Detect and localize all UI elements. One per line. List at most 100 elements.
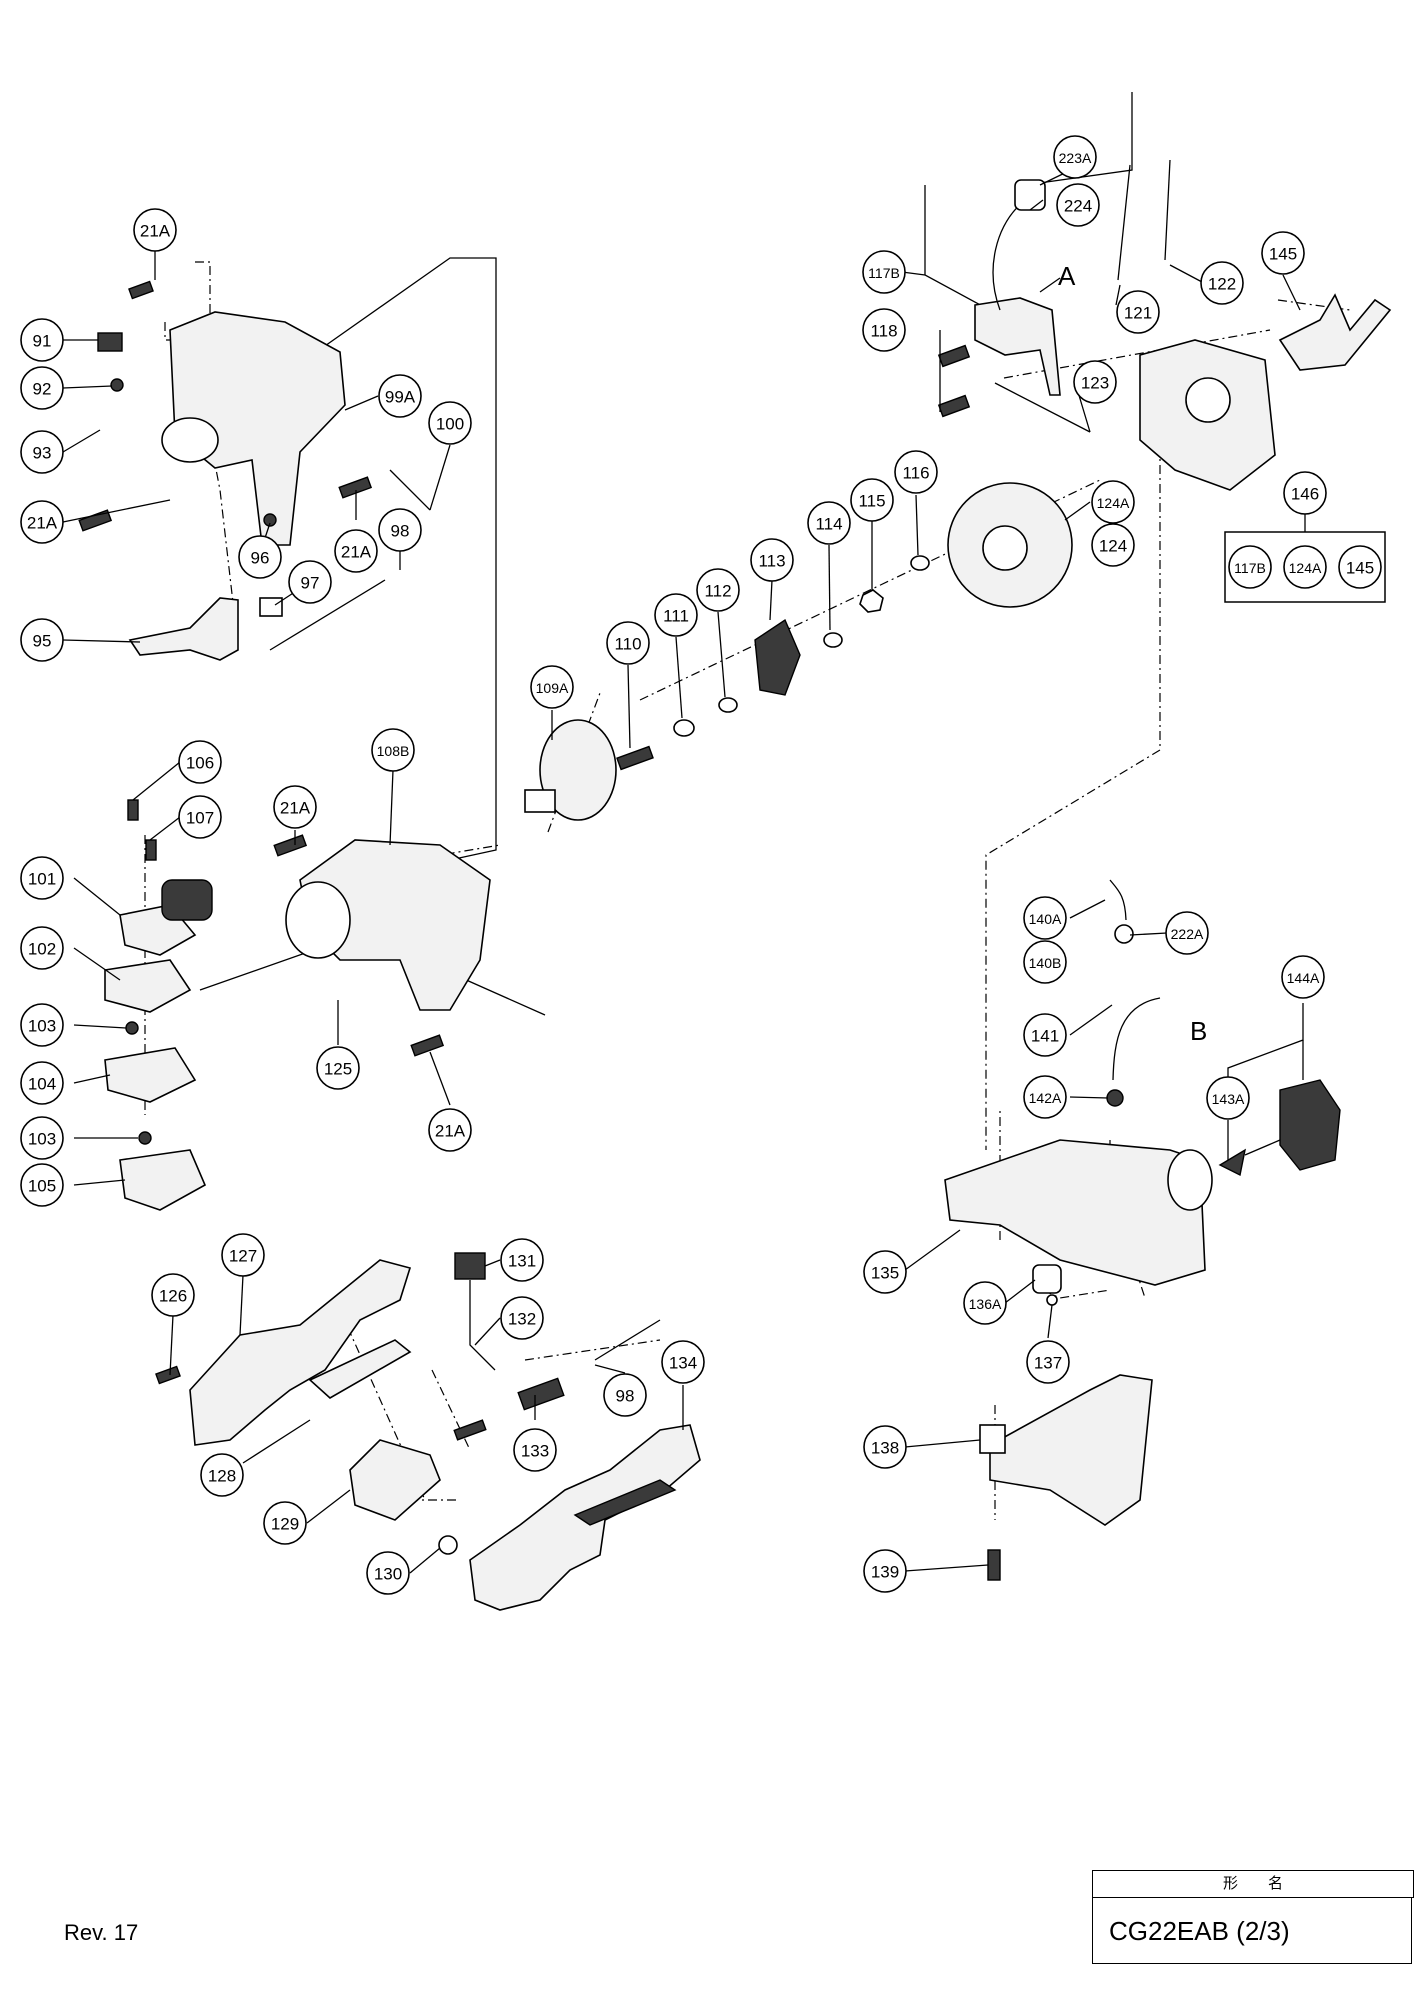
callout-133: 133 [513, 1428, 557, 1472]
callout-label: 107 [186, 809, 214, 828]
callout-label: 93 [33, 444, 52, 463]
callout-21A: 21A [334, 529, 378, 573]
callout-128: 128 [200, 1453, 244, 1497]
callout-label: 104 [28, 1075, 56, 1094]
callout-label: 224 [1064, 197, 1092, 216]
callout-115: 115 [850, 478, 894, 522]
callout-label: 121 [1124, 304, 1152, 323]
callout-91: 91 [20, 318, 64, 362]
kit-146-item-117B: 117B [1228, 545, 1272, 589]
callout-114: 114 [807, 501, 851, 545]
callout-132: 132 [500, 1296, 544, 1340]
callout-label: 129 [271, 1515, 299, 1534]
callout-label: 115 [858, 492, 885, 511]
callout-label: 133 [521, 1442, 549, 1461]
handle-half-left [189, 1259, 412, 1446]
callout-141: 141 [1023, 1013, 1067, 1057]
throttle-trigger [349, 1439, 441, 1521]
callout-label: 141 [1031, 1027, 1059, 1046]
letter-markers: A B [1058, 261, 1207, 1046]
callout-138: 138 [863, 1425, 907, 1469]
marker-a: A [1058, 261, 1076, 291]
callout-label: 108B [377, 743, 410, 759]
callout-label: 117B [868, 265, 900, 281]
callout-label: 124A [1097, 495, 1130, 511]
callout-100: 100 [428, 401, 472, 445]
starter-housing [169, 311, 346, 546]
callout-label: 223A [1059, 150, 1092, 166]
callout-label: 112 [704, 582, 731, 601]
callout-112: 112 [696, 568, 740, 612]
callout-144A: 144A [1281, 955, 1325, 999]
kit-146-item-124A: 124A [1283, 545, 1327, 589]
callout-label: 131 [508, 1252, 536, 1271]
callout-label: 106 [186, 754, 214, 773]
callout-label: 142A [1029, 1090, 1062, 1106]
callout-103: 103 [20, 1003, 64, 1047]
callout-109A: 109A [530, 665, 574, 709]
callout-label: 139 [871, 1563, 899, 1582]
callout-label: 134 [669, 1354, 697, 1373]
callout-113: 113 [750, 538, 794, 582]
callout-145: 145 [1261, 231, 1305, 275]
clutch-drum [539, 719, 617, 821]
title-block-header: 形 名 [1092, 1870, 1414, 1898]
callout-label: 123 [1081, 374, 1109, 393]
callout-107: 107 [178, 795, 222, 839]
callout-label: 140B [1029, 955, 1062, 971]
callout-92: 92 [20, 366, 64, 410]
parts [78, 159, 1392, 1611]
callout-label: 118 [870, 322, 897, 341]
tank-cap [1279, 1079, 1341, 1171]
callout-96: 96 [238, 535, 282, 579]
callout-116: 116 [894, 450, 938, 494]
callout-label: 111 [663, 607, 689, 626]
callout-104: 104 [20, 1061, 64, 1105]
callout-label: 102 [28, 940, 56, 959]
callout-95: 95 [20, 618, 64, 662]
callout-123: 123 [1073, 360, 1117, 404]
callout-label: 105 [28, 1177, 56, 1196]
kit-item-label: 117B [1234, 560, 1266, 576]
callout-140B: 140B [1023, 940, 1067, 984]
callout-129: 129 [263, 1501, 307, 1545]
callout-135: 135 [863, 1250, 907, 1294]
callout-126: 126 [151, 1273, 195, 1317]
kit-item-label: 145 [1346, 559, 1374, 578]
callout-label: 101 [28, 870, 56, 889]
callout-label: 127 [229, 1247, 257, 1266]
callout-label: 113 [758, 552, 785, 571]
callout-label: 135 [871, 1264, 899, 1283]
callout-105: 105 [20, 1163, 64, 1207]
callout-label: 143A [1212, 1091, 1245, 1107]
callout-label: 100 [436, 415, 464, 434]
ignition-coil [974, 297, 1061, 396]
leader-lines [62, 167, 1304, 1574]
callout-93: 93 [20, 430, 64, 474]
marker-b: B [1190, 1016, 1207, 1046]
callout-101: 101 [20, 856, 64, 900]
fuel-tank [944, 1139, 1206, 1286]
callout-140A: 140A [1023, 896, 1067, 940]
callout-label: 222A [1171, 926, 1204, 942]
callout-label: 144A [1287, 970, 1320, 986]
callout-98: 98 [603, 1373, 647, 1417]
callout-21A: 21A [428, 1108, 472, 1152]
callout-label: 95 [33, 632, 52, 651]
stop-switch [454, 1252, 486, 1280]
kit-item-label: 124A [1289, 560, 1322, 576]
revision-label: Rev. 17 [64, 1920, 139, 1945]
callout-106: 106 [178, 740, 222, 784]
callout-224: 224 [1056, 183, 1100, 227]
callout-label: 21A [341, 543, 372, 562]
model-number: CG22EAB (2/3) [1092, 1898, 1412, 1964]
callout-136A: 136A [963, 1281, 1007, 1325]
callout-143A: 143A [1206, 1076, 1250, 1120]
callout-label: 99A [385, 388, 416, 407]
callout-label: 125 [324, 1060, 352, 1079]
callout-21A: 21A [133, 208, 177, 252]
callout-label: 116 [902, 464, 929, 483]
callout-label: 130 [374, 1565, 402, 1584]
